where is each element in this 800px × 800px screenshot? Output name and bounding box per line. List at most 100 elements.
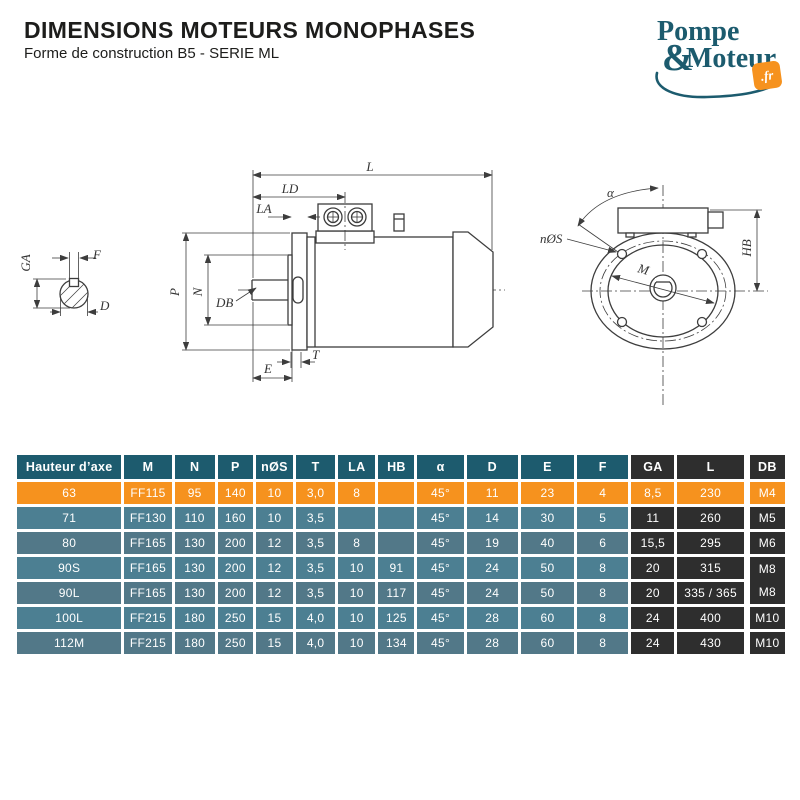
table-cell: 90S bbox=[17, 557, 122, 579]
column-header: Hauteur d’axe bbox=[17, 455, 122, 479]
dim-label-m: M bbox=[635, 260, 652, 278]
column-header: GA bbox=[631, 455, 675, 479]
table-cell: 11 bbox=[631, 507, 675, 529]
logo-text-pompe: Pompe bbox=[657, 16, 740, 47]
table-cell: 5 bbox=[577, 507, 629, 529]
table-cell: 8 bbox=[338, 482, 376, 504]
table-cell: 335 / 365 bbox=[677, 582, 744, 604]
table-cell: FF215 bbox=[124, 607, 172, 629]
dim-label-db: DB bbox=[215, 295, 233, 310]
table-cell: 10 bbox=[255, 507, 294, 529]
table-cell: 4 bbox=[577, 482, 629, 504]
page-title: DIMENSIONS MOTEURS MONOPHASES bbox=[24, 17, 476, 43]
table-cell: 23 bbox=[520, 482, 575, 504]
technical-drawing: F GA D bbox=[18, 159, 768, 405]
table-cell: 130 bbox=[174, 582, 215, 604]
table-cell: 134 bbox=[378, 632, 415, 654]
column-header: F bbox=[577, 455, 629, 479]
table-cell: 315 bbox=[677, 557, 744, 579]
table-cell: 130 bbox=[174, 532, 215, 554]
flange-front-view: α nØS M HB bbox=[540, 185, 768, 405]
table-cell: 3,5 bbox=[296, 507, 336, 529]
table-cell: 112M bbox=[17, 632, 122, 654]
table-cell: 91 bbox=[378, 557, 415, 579]
table-cell: 125 bbox=[378, 607, 415, 629]
dim-label-t: T bbox=[312, 347, 320, 362]
table-cell: 15 bbox=[255, 607, 294, 629]
motor-side-view: L LD LA P N DB T bbox=[167, 159, 505, 382]
table-cell: M4 bbox=[746, 482, 785, 504]
header: DIMENSIONS MOTEURS MONOPHASES Forme de c… bbox=[24, 18, 475, 62]
dim-label-la: LA bbox=[255, 201, 271, 216]
table-cell bbox=[378, 482, 415, 504]
table-cell: 80 bbox=[17, 532, 122, 554]
table-cell: 45° bbox=[417, 557, 464, 579]
table-cell: 24 bbox=[466, 557, 518, 579]
column-header: D bbox=[466, 455, 518, 479]
column-header: E bbox=[520, 455, 575, 479]
table-cell: 117 bbox=[378, 582, 415, 604]
table-cell: 12 bbox=[255, 582, 294, 604]
table-cell: 45° bbox=[417, 532, 464, 554]
table-cell: 15,5 bbox=[631, 532, 675, 554]
table-cell: FF115 bbox=[124, 482, 172, 504]
table-cell: 71 bbox=[17, 507, 122, 529]
table-cell: 3,5 bbox=[296, 582, 336, 604]
shaft-end-view: F GA D bbox=[18, 247, 110, 316]
table-cell: 10 bbox=[338, 557, 376, 579]
table-cell: 90L bbox=[17, 582, 122, 604]
table-cell: 12 bbox=[255, 532, 294, 554]
table-cell: 60 bbox=[520, 632, 575, 654]
table-cell: 260 bbox=[677, 507, 744, 529]
dim-label-ld: LD bbox=[281, 181, 299, 196]
table-cell: 3,0 bbox=[296, 482, 336, 504]
table-cell: 200 bbox=[217, 532, 253, 554]
table-cell: 45° bbox=[417, 507, 464, 529]
table-cell: 8 bbox=[577, 632, 629, 654]
dim-label-d: D bbox=[99, 298, 110, 313]
table-cell: 100L bbox=[17, 607, 122, 629]
table-cell: 14 bbox=[466, 507, 518, 529]
table-cell: 200 bbox=[217, 582, 253, 604]
column-header: T bbox=[296, 455, 336, 479]
table-cell: 20 bbox=[631, 582, 675, 604]
table-cell: 63 bbox=[17, 482, 122, 504]
table-cell: 140 bbox=[217, 482, 253, 504]
table-cell bbox=[378, 532, 415, 554]
dim-label-ga: GA bbox=[18, 254, 33, 271]
table-cell: 20 bbox=[631, 557, 675, 579]
table-cell: 8 bbox=[577, 582, 629, 604]
table-cell: 24 bbox=[631, 632, 675, 654]
table-cell: 200 bbox=[217, 557, 253, 579]
table-cell: 6 bbox=[577, 532, 629, 554]
table-cell: 250 bbox=[217, 607, 253, 629]
dim-label-nos: nØS bbox=[540, 231, 563, 246]
column-header: N bbox=[174, 455, 215, 479]
table-cell: FF130 bbox=[124, 507, 172, 529]
table-cell: FF165 bbox=[124, 582, 172, 604]
logo-fr-badge: .fr bbox=[751, 60, 783, 91]
table-cell: 40 bbox=[520, 532, 575, 554]
table-cell: 19 bbox=[466, 532, 518, 554]
table-cell: 12 bbox=[255, 557, 294, 579]
table-cell: 8 bbox=[577, 557, 629, 579]
table-cell: M5 bbox=[746, 507, 785, 529]
table-cell: 28 bbox=[466, 607, 518, 629]
table-cell: 10 bbox=[338, 632, 376, 654]
table-cell: 28 bbox=[466, 632, 518, 654]
table-cell: 8 bbox=[577, 607, 629, 629]
table-cell: 250 bbox=[217, 632, 253, 654]
table-cell: 11 bbox=[466, 482, 518, 504]
table-cell: 295 bbox=[677, 532, 744, 554]
table-cell: 4,0 bbox=[296, 607, 336, 629]
column-header: HB bbox=[378, 455, 415, 479]
dim-label-hb: HB bbox=[739, 239, 754, 257]
dim-label-l: L bbox=[365, 159, 373, 174]
